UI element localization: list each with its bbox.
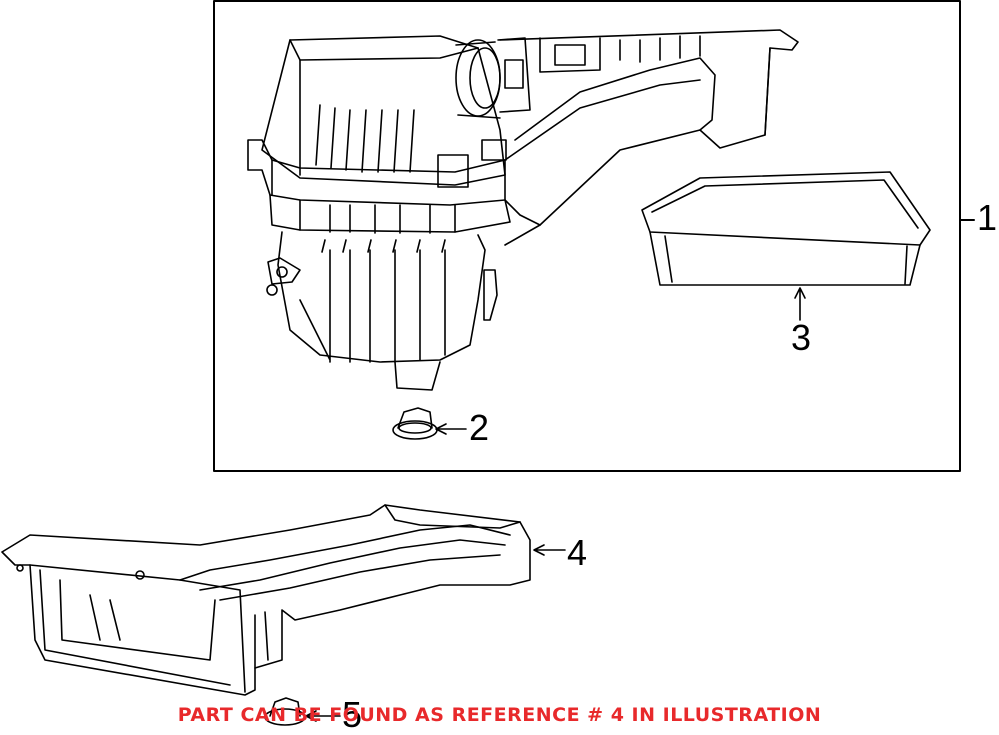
arrow-3 <box>794 287 806 321</box>
arrow-5 <box>305 710 341 722</box>
callout-3: 3 <box>791 317 812 358</box>
intake-duct <box>1 504 531 696</box>
air-cleaner-housing <box>247 35 531 391</box>
assembly-frame <box>213 0 961 472</box>
reference-footnote: PART CAN BE FOUND AS REFERENCE # 4 IN IL… <box>177 704 822 726</box>
air-filter-element <box>641 171 931 286</box>
callout-2: 2 <box>469 407 490 448</box>
grommet-2 <box>392 407 438 440</box>
callout-5: 5 <box>342 694 363 735</box>
arrow-4 <box>533 544 566 556</box>
callout-1: 1 <box>977 197 998 238</box>
grommet-5 <box>264 697 306 726</box>
housing-outlet-duct <box>499 29 799 246</box>
arrow-2 <box>435 423 467 435</box>
callout-4: 4 <box>567 532 588 573</box>
